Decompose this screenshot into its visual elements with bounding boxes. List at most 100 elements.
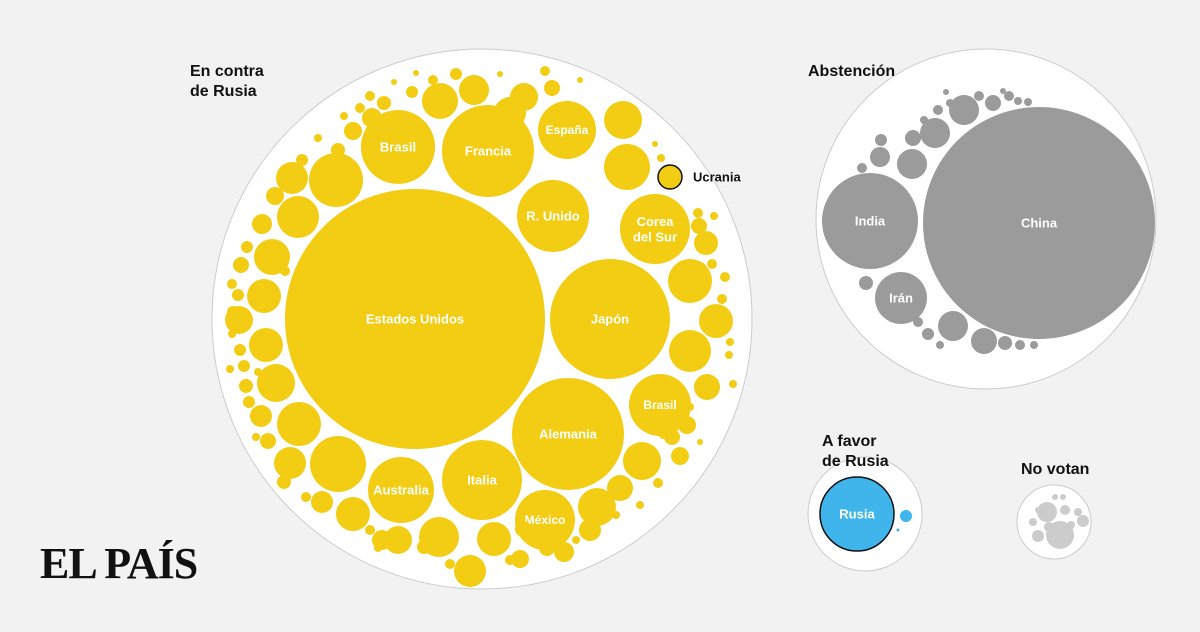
bubble-against-11 [362,108,382,128]
bubble-against-52 [578,488,616,526]
bubble-novote-11 [1044,522,1054,532]
bubble-abstain-2 [1004,91,1014,101]
bubble-against-95 [505,555,515,565]
bubble-favor-1 [896,528,900,532]
bubble-abstain-20 [1015,340,1025,350]
bubble-against-19 [252,214,272,234]
bubble-against-39 [311,491,333,513]
group-label-favor-line-1: A favor [822,433,877,450]
bubble-méxico [515,490,575,550]
bubble-against-26 [225,306,253,334]
bubble-against-8 [377,96,391,110]
bubble-against-33 [250,405,272,427]
bubble-label-7: Australia [373,483,429,498]
bubble-against-54 [623,442,661,480]
bubble-against-83 [314,134,322,142]
bubble-abstain-4 [1024,98,1032,106]
bubble-against-70 [726,338,734,346]
bubble-abstain-24 [1000,88,1006,94]
bubble-against-21 [241,241,253,253]
bubble-against-79 [497,71,503,77]
bubble-against-40 [336,497,370,531]
bubble-against-56 [664,429,680,445]
bubble-r-unido [517,180,589,252]
bubble-against-37 [277,475,291,489]
bubble-italia [442,440,522,520]
bubble-novote-4 [1077,515,1089,527]
bubble-label-9: España [546,123,589,137]
bubble-abstain-15 [971,328,997,354]
bubble-against-82 [340,112,348,120]
bubble-against-48 [515,521,531,537]
bubble-india [822,173,918,269]
bubble-against-12 [344,122,362,140]
bubble-abstain-0 [949,95,979,125]
bubble-against-10 [355,103,365,113]
bubble-against-47 [511,550,529,568]
bubble-against-94 [445,559,455,569]
bubble-novote-1 [1037,502,1057,522]
bubble-brasil [361,110,435,184]
bubble-against-88 [226,365,234,373]
bubble-against-18 [277,196,319,238]
bubble-novote-7 [1052,494,1058,500]
bubble-against-50 [554,542,574,562]
bubble-against-69 [710,212,718,220]
el-pais-logo: EL PAÍS [40,539,198,588]
bubble-abstain-1 [985,95,1001,111]
bubble-iran [875,272,927,324]
bubble-label-11: Brasil [643,398,676,412]
bubble-against-1 [459,75,489,105]
bubble-label-ucrania: Ucrania [693,170,741,185]
bubble-abstain-23 [943,89,949,95]
bubble-against-17 [266,187,284,205]
bubble-against-35 [260,433,276,449]
bubble-abstain-25 [920,116,928,124]
bubble-novote-10 [1067,521,1075,529]
bubble-against-49 [539,540,555,556]
group-label-favor: A favor de Rusia [822,432,889,472]
bubble-against-0 [422,83,458,119]
bubble-against-78 [577,77,583,83]
bubble-against-9 [365,91,375,101]
bubble-against-59 [694,374,720,400]
bubble-against-73 [604,101,642,139]
bubble-against-28 [234,344,246,356]
bubble-españa [538,101,596,159]
bubble-abstain-14 [938,311,968,341]
bubble-against-27 [249,328,283,362]
bubble-against-97 [612,511,620,519]
bubble-against-75 [657,154,665,162]
bubble-label-iran: Irán [889,291,913,306]
group-label-abstain: Abstención [808,62,895,82]
bubble-against-76 [652,141,658,147]
bubble-abstain-16 [998,336,1012,350]
group-label-novote-line-1: No votan [1021,461,1090,478]
bubble-novote-3 [1074,508,1082,516]
bubble-corea-del-sur [620,194,690,264]
bubble-against-36 [274,447,306,479]
bubble-against-5 [450,68,462,80]
bubble-against-14 [309,153,363,207]
bubble-ucrania [657,164,683,190]
bubble-against-74 [604,144,650,190]
bubble-brasil [629,374,691,436]
bubble-against-85 [227,279,237,289]
bubble-abstain-6 [946,99,954,107]
bubble-novote-9 [1035,507,1041,513]
bubble-against-63 [694,231,718,255]
bubble-against-46 [477,522,511,556]
bubble-label-4: Brasil [380,140,416,155]
bubble-against-92 [365,525,375,535]
bubble-against-91 [332,480,340,488]
bubble-abstain-7 [933,105,943,115]
bubble-against-4 [544,80,560,96]
bubble-against-98 [636,501,644,509]
bubble-abstain-11 [870,147,890,167]
bubble-against-32 [243,396,255,408]
bubble-label-2: Alemania [539,427,598,442]
bubble-against-23 [247,279,281,313]
bubble-against-66 [693,208,703,218]
